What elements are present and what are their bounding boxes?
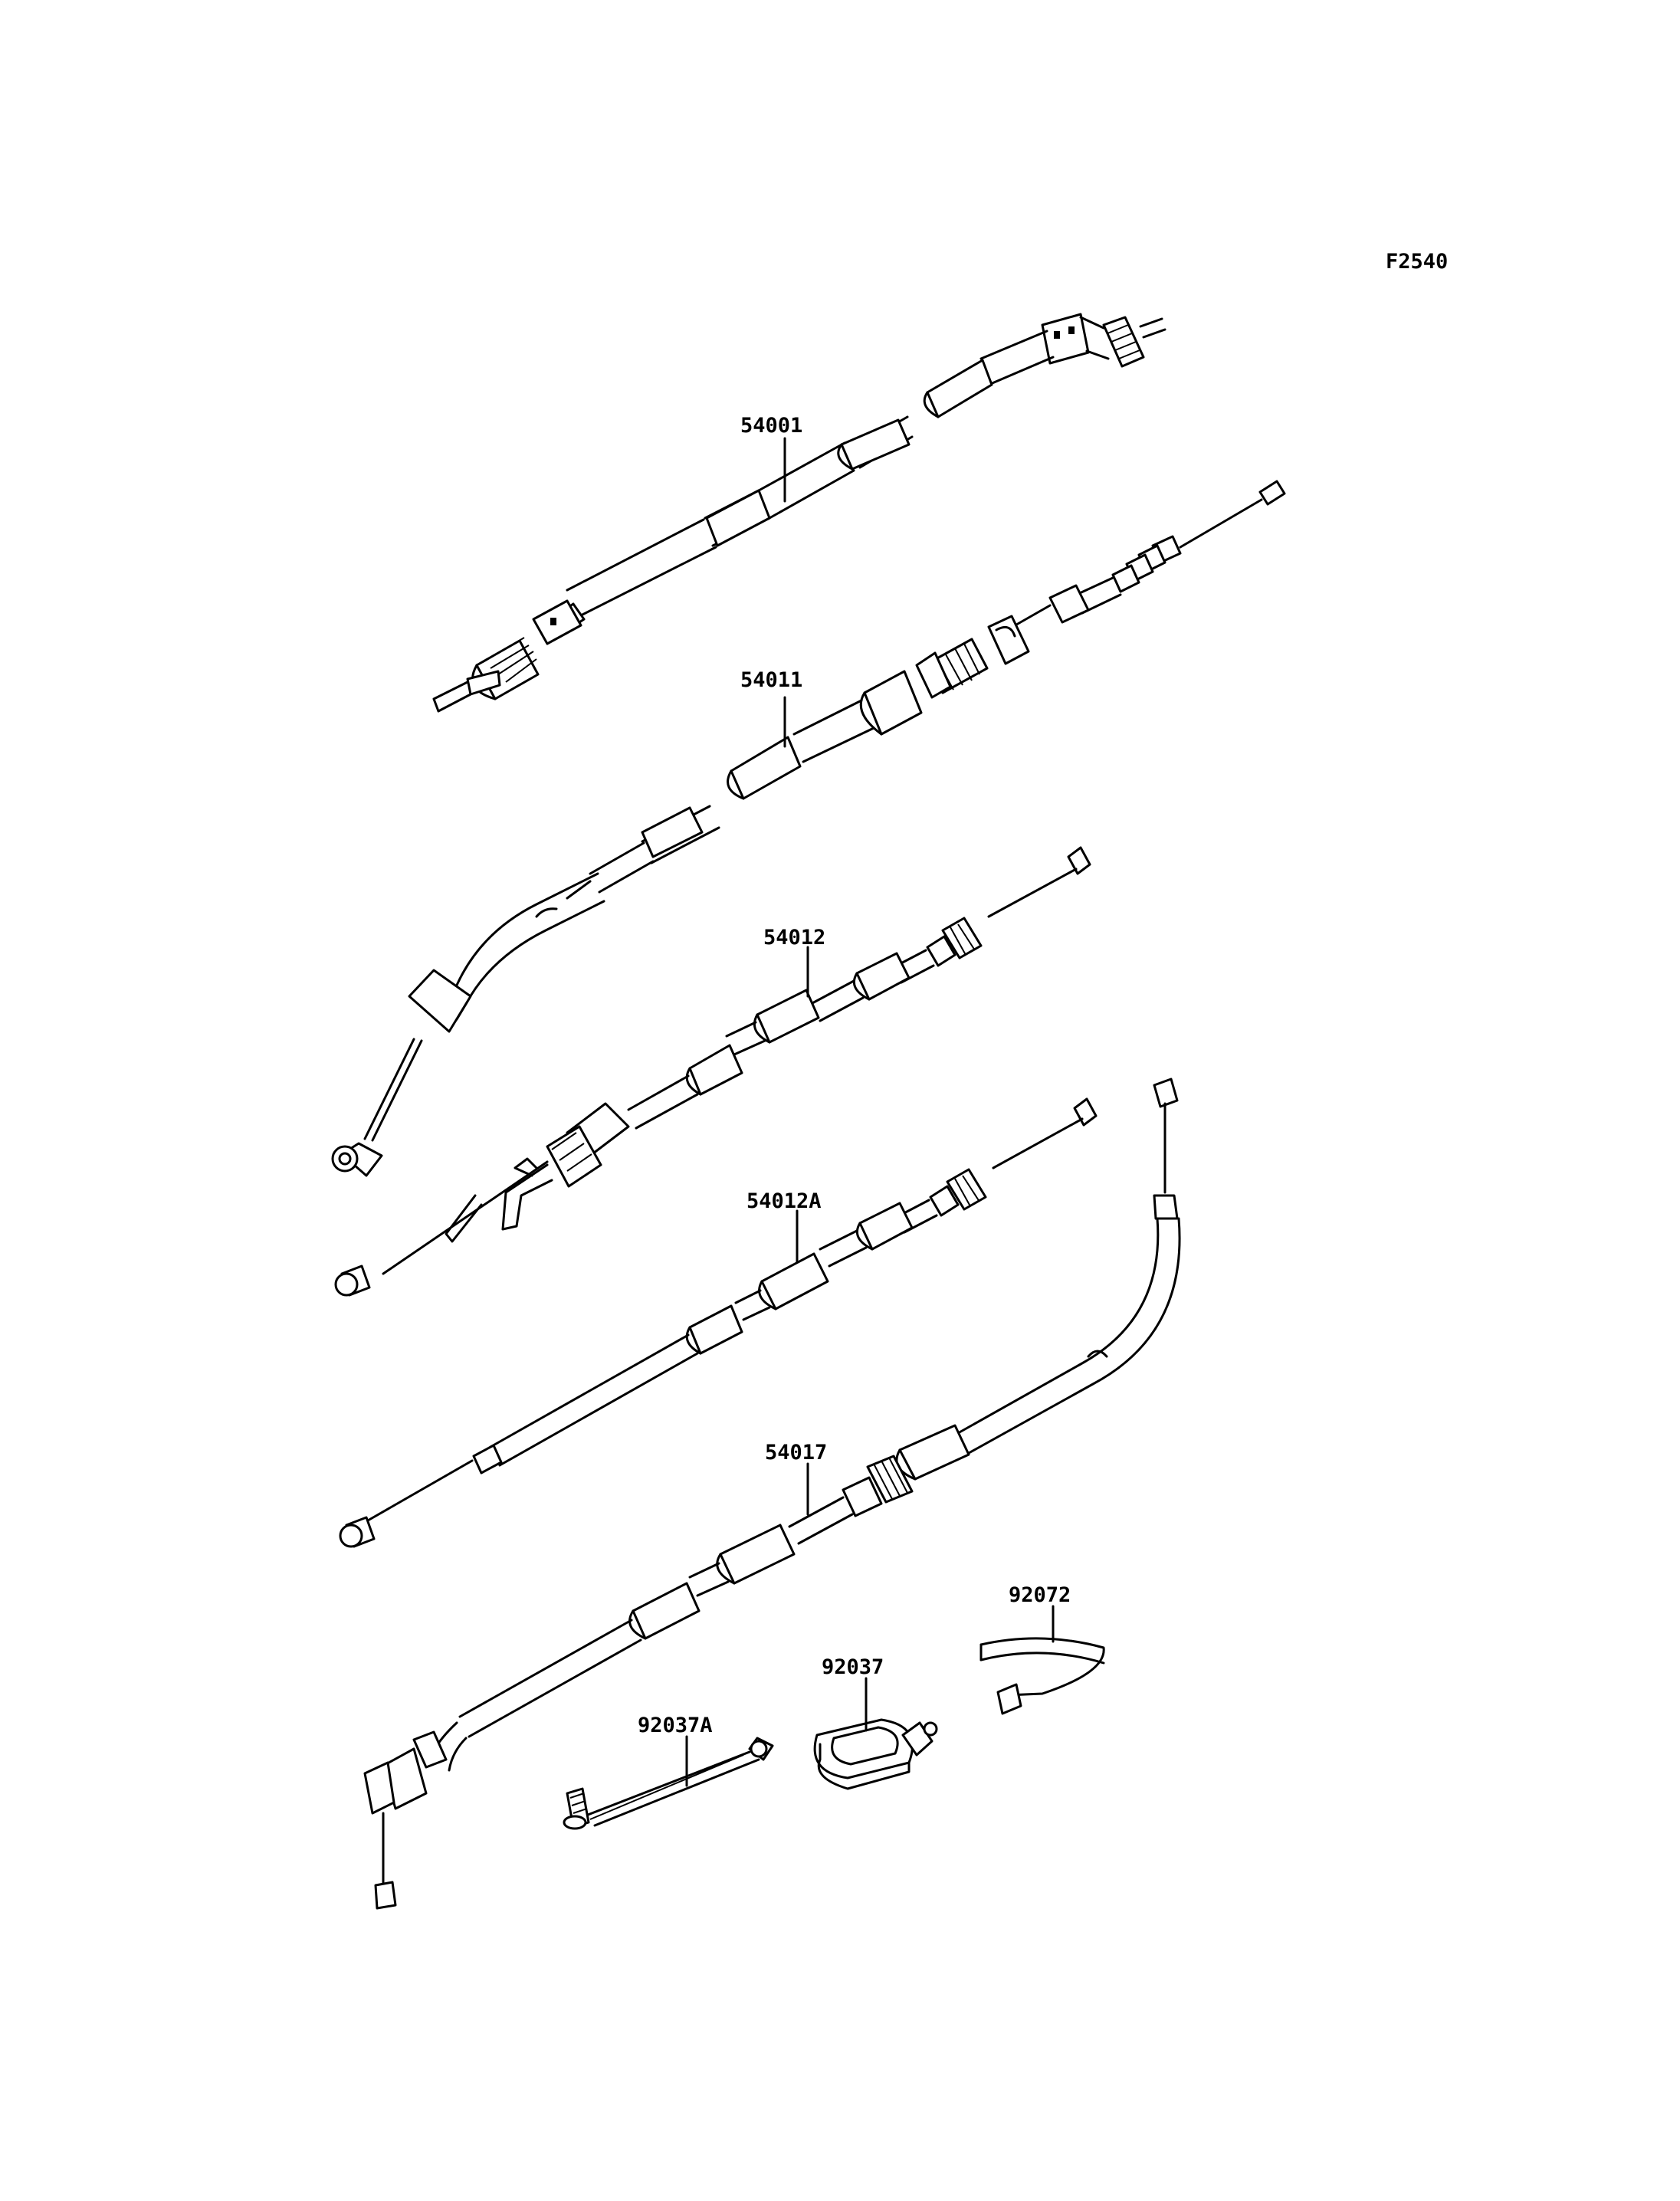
band-92072[interactable] — [979, 1605, 1105, 1715]
label-54012: 54012 — [763, 926, 825, 950]
label-54017: 54017 — [765, 1441, 827, 1465]
label-92037A: 92037A — [638, 1714, 713, 1737]
cable-54011[interactable] — [331, 480, 1286, 1177]
label-92037: 92037 — [822, 1655, 884, 1679]
cable-54012[interactable] — [334, 846, 1091, 1297]
label-54012A: 54012A — [746, 1189, 822, 1213]
cable-54017[interactable] — [363, 1078, 1181, 1910]
cable-54012A[interactable] — [339, 1097, 1098, 1548]
cable-54001[interactable] — [432, 313, 1166, 713]
figure-code: F2540 — [1386, 250, 1448, 274]
clamp-92037[interactable] — [813, 1677, 938, 1790]
label-54011: 54011 — [740, 668, 802, 692]
label-54001: 54001 — [740, 414, 802, 438]
clamp-92037A[interactable] — [563, 1735, 774, 1830]
label-92072: 92072 — [1009, 1583, 1071, 1607]
